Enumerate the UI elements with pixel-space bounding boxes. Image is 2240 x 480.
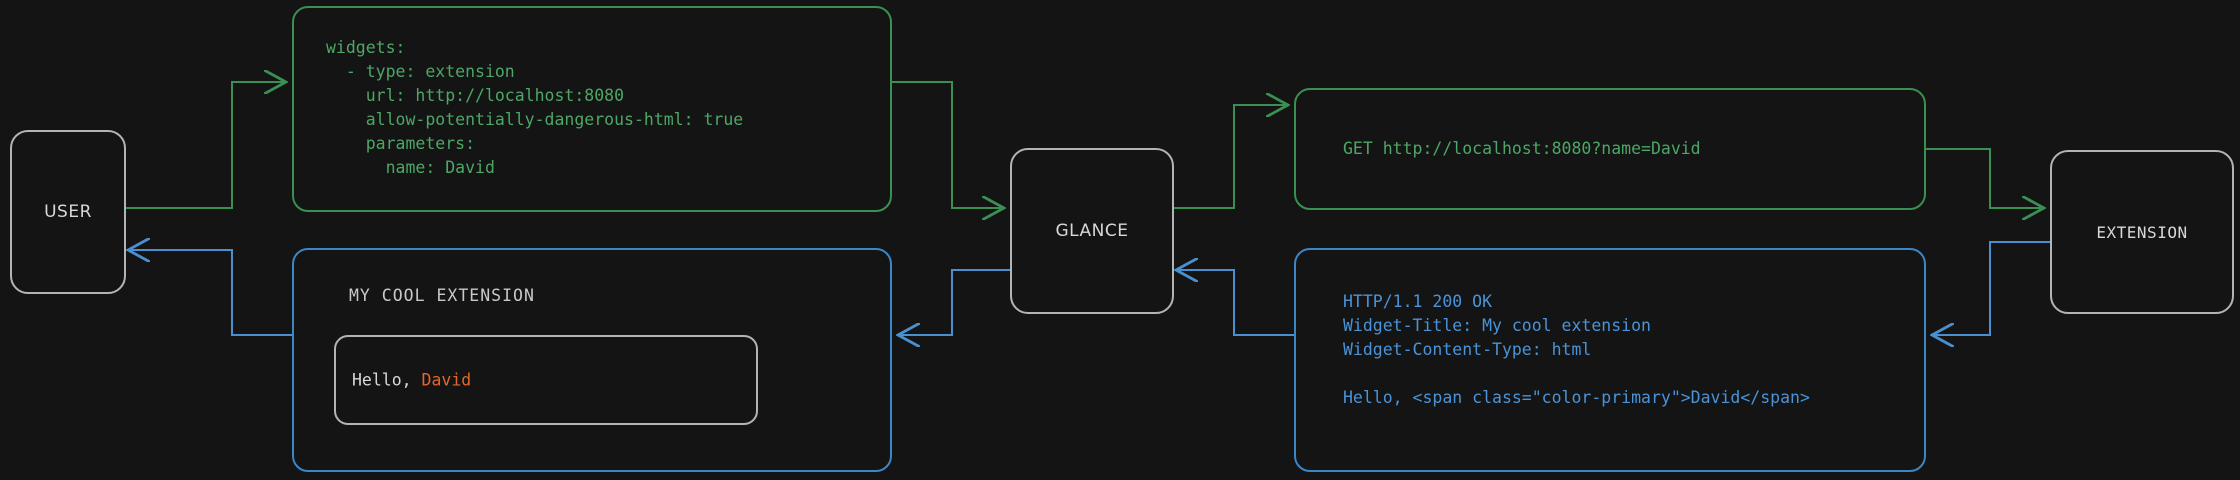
widget-content-card: Hello, David: [334, 335, 758, 425]
node-user-label: USER: [44, 202, 92, 222]
panel-http-response: HTTP/1.1 200 OK Widget-Title: My cool ex…: [1294, 248, 1926, 472]
http-request-text: GET http://localhost:8080?name=David: [1343, 139, 1701, 158]
widget-title: MY COOL EXTENSION: [349, 286, 535, 305]
node-extension[interactable]: EXTENSION: [2050, 150, 2234, 314]
edge-glance-to-request: [1170, 105, 1288, 209]
node-glance[interactable]: GLANCE: [1010, 148, 1174, 314]
edge-glance-to-widget: [898, 269, 1010, 335]
http-response-text: HTTP/1.1 200 OK Widget-Title: My cool ex…: [1343, 292, 1810, 407]
panel-yaml-config: widgets: - type: extension url: http://l…: [292, 6, 892, 212]
edge-extension-to-response: [1932, 241, 2050, 335]
edge-widget-to-user: [128, 250, 292, 336]
node-extension-label: EXTENSION: [2096, 222, 2188, 242]
widget-greeting-accent: David: [421, 370, 472, 390]
edge-response-to-glance: [1176, 270, 1294, 336]
edge-user-to-config: [122, 82, 286, 209]
yaml-config-text: widgets: - type: extension url: http://l…: [326, 38, 744, 177]
panel-http-request: GET http://localhost:8080?name=David: [1294, 88, 1926, 210]
panel-rendered-widget: MY COOL EXTENSION Hello, David: [292, 248, 892, 472]
edge-request-to-extension: [1926, 148, 2044, 208]
widget-greeting-prefix: Hello,: [352, 370, 422, 390]
node-glance-label: GLANCE: [1055, 221, 1129, 241]
node-user[interactable]: USER: [10, 130, 126, 294]
widget-greeting: Hello, David: [352, 371, 471, 390]
edge-config-to-glance: [892, 81, 1004, 208]
